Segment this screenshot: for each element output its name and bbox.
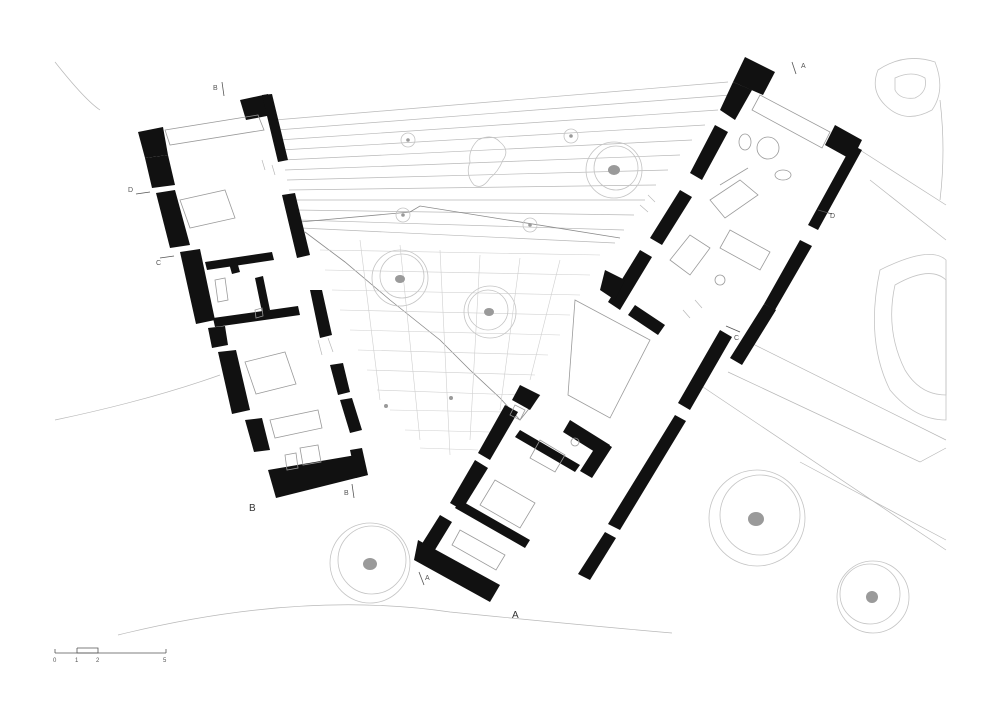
section-c-right-label: C [734,335,739,342]
section-b-top-label: B [213,85,218,92]
building-a-walls [414,57,862,602]
paved-courtyard [304,231,601,456]
trees [329,58,947,634]
section-a-top-label: A [801,63,806,70]
small-tree [400,132,416,148]
scale-tick-0: 0 [53,658,57,664]
section-d-right-label: D [830,213,835,220]
building-b [138,94,368,498]
tree [463,285,517,339]
small-plant [449,396,453,400]
small-tree [522,217,538,233]
scale-tick-1: 1 [75,658,79,664]
section-c-left-label: C [156,260,161,267]
building-a-label: A [512,610,519,621]
terrace-stripes [274,81,731,244]
tree [874,58,941,117]
building-b-label: B [249,503,256,514]
small-tree [395,207,411,223]
scale-bar: 0 1 2 5 [53,647,167,664]
small-tree [563,128,579,144]
site-context [54,61,947,636]
section-a-bottom-label: A [425,575,430,582]
building-b-furniture [164,114,334,471]
tree [836,560,910,634]
scale-tick-2: 2 [96,658,100,664]
tree [585,141,643,199]
building-a-furniture [451,94,831,571]
building-a [414,57,862,602]
tree [874,254,947,421]
small-plant [384,404,388,408]
tree [371,249,429,307]
tree [708,469,806,567]
section-b-bottom-label: B [344,490,349,497]
scale-tick-5: 5 [163,658,167,664]
building-b-walls [138,94,368,498]
section-d-left-label: D [128,187,133,194]
tree [329,522,411,604]
shrub [467,136,507,187]
section-markers: B B A A D D C C [128,61,835,586]
